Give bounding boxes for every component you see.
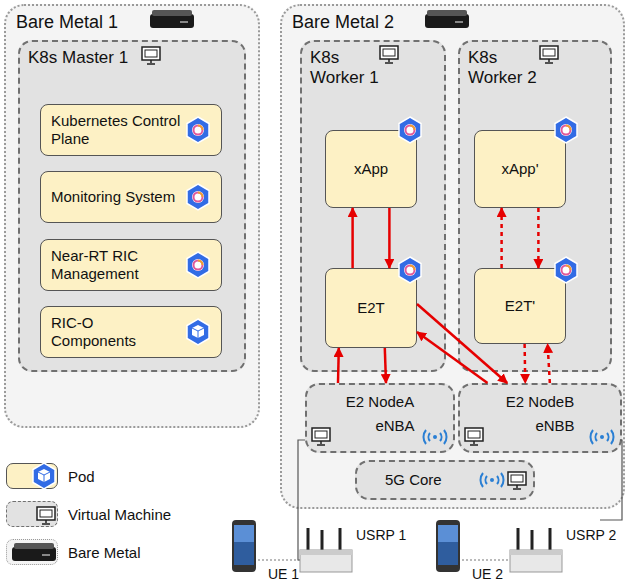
node-label: E2T bbox=[357, 299, 385, 317]
node-label: xApp bbox=[354, 160, 388, 178]
legend-label: Virtual Machine bbox=[68, 506, 171, 524]
container-bare-metal: Bare Metal 2K8s Worker 1xAppE2TK8s Worke… bbox=[280, 4, 625, 509]
node-label: Monitoring System bbox=[51, 188, 181, 206]
node-label: Bare Metal 2 bbox=[292, 12, 613, 34]
flow-arrow bbox=[351, 208, 354, 268]
node-sublabel: eNBB bbox=[535, 417, 574, 435]
e2-node-vm: E2 NodeB eNBB bbox=[458, 383, 622, 453]
node-label: K8s Master 1 bbox=[28, 48, 236, 68]
device-label: USRP 1 bbox=[356, 527, 406, 544]
container-bare-metal: Bare Metal 1 K8s Master 1 Kubernetes Contr… bbox=[4, 4, 260, 428]
pod-box: xApp bbox=[325, 130, 417, 208]
virtual-machine: K8s Master 1 Kubernetes Control PlaneMoni… bbox=[18, 40, 246, 372]
node-label: xApp' bbox=[501, 160, 538, 178]
node-label: E2 NodeA bbox=[346, 393, 414, 411]
device-label: UE 2 bbox=[472, 566, 503, 583]
node-sublabel: eNBA bbox=[375, 417, 414, 435]
legend-label: Pod bbox=[68, 468, 95, 486]
core-vm: 5G Core bbox=[355, 460, 535, 500]
pod-box: xApp' bbox=[474, 130, 566, 208]
node-label: K8s Worker 2 bbox=[468, 48, 542, 89]
node-label: RIC-O Components bbox=[51, 314, 181, 350]
node-label: Near-RT RIC Management bbox=[51, 247, 181, 283]
node-label: E2T' bbox=[505, 297, 535, 315]
virtual-machine: K8s Worker 1 xAppE2T bbox=[300, 40, 446, 372]
node-label: 5G Core bbox=[385, 471, 525, 489]
node-label: K8s Worker 1 bbox=[310, 48, 384, 89]
device-label: USRP 2 bbox=[566, 527, 616, 544]
pod-box: E2T' bbox=[474, 268, 566, 344]
virtual-machine: K8s Worker 2 xApp' E2T' bbox=[458, 40, 612, 372]
node-label: Bare Metal 1 bbox=[16, 12, 248, 34]
node-label: E2 NodeB bbox=[506, 393, 574, 411]
legend-label: Bare Metal bbox=[68, 544, 141, 562]
e2-node-vm: E2 NodeA eNBA bbox=[305, 383, 455, 453]
device-label: UE 1 bbox=[268, 566, 299, 583]
node-label: Kubernetes Control Plane bbox=[51, 112, 181, 148]
pod-box: E2T bbox=[325, 268, 417, 348]
flow-arrow bbox=[388, 208, 391, 268]
flow-arrow bbox=[385, 348, 386, 383]
